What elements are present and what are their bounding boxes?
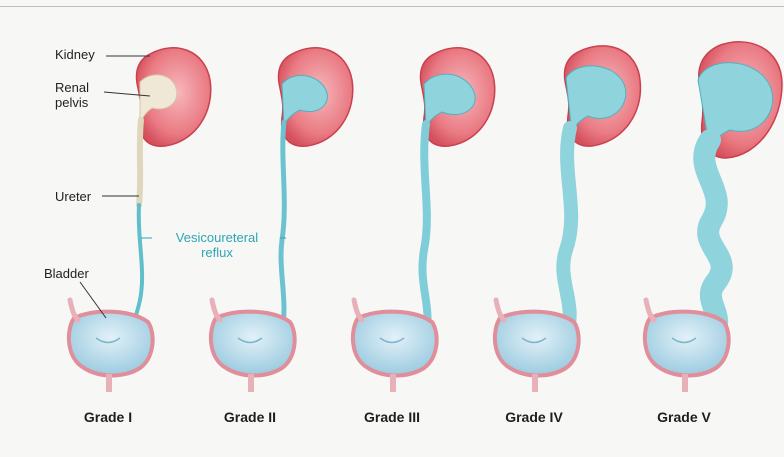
grade-2-label: Grade II [195, 409, 305, 425]
label-renal-pelvis-line2: pelvis [55, 95, 88, 110]
grade-1-illustration [69, 48, 211, 392]
ureter-4 [563, 128, 571, 334]
grade-3-illustration [353, 48, 495, 392]
label-ureter: Ureter [55, 189, 91, 204]
grade-3-label: Grade III [337, 409, 447, 425]
label-kidney: Kidney [55, 47, 95, 62]
label-bladder: Bladder [44, 266, 89, 281]
grade-4-label: Grade IV [479, 409, 589, 425]
grade-5-illustration [645, 42, 782, 392]
ureter-3 [422, 124, 427, 334]
label-reflux-line1: Vesicoureteral [155, 230, 279, 245]
label-renal-pelvis-line1: Renal [55, 80, 89, 95]
grade-1-label: Grade I [53, 409, 163, 425]
grade-5-label: Grade V [629, 409, 739, 425]
ureter-2 [281, 122, 284, 332]
ureter-5 [704, 140, 721, 336]
grade-4-illustration [495, 46, 641, 392]
bladder-1 [69, 300, 153, 392]
grade-2-illustration [211, 48, 353, 392]
ureter-1-normal [139, 120, 141, 205]
label-reflux-line2: reflux [155, 245, 279, 260]
